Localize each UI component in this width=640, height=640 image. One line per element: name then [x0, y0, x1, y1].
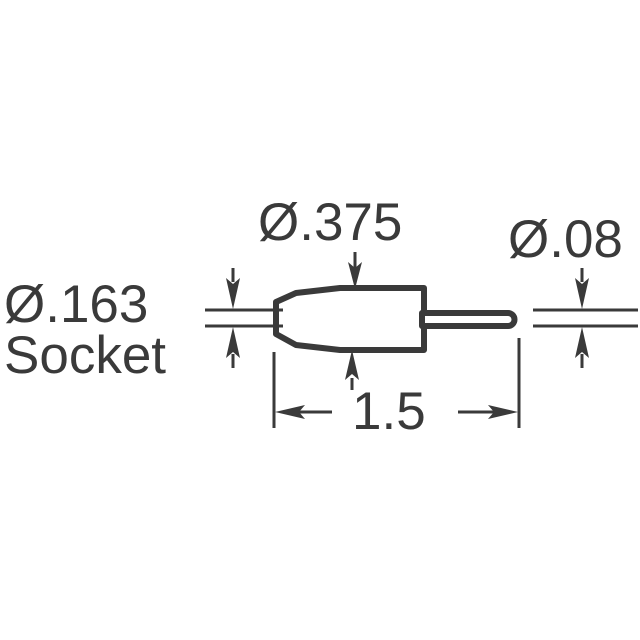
length-arrowhead-left	[275, 405, 305, 419]
plug-body-outline	[273, 285, 427, 353]
contact-pin-outline	[419, 310, 518, 329]
dimension-body-diameter-leader	[348, 252, 362, 289]
body-diameter-arrowhead-down	[348, 262, 362, 289]
label-pin-diameter: Ø.08	[508, 210, 623, 269]
dimension-body-diameter-lower-leader	[345, 350, 359, 390]
part-geometry	[273, 285, 518, 353]
label-body-diameter: Ø.375	[258, 193, 403, 252]
length-arrowhead-right	[488, 405, 518, 419]
label-overall-length: 1.5	[352, 382, 426, 441]
socket-arrowhead-down	[226, 278, 240, 309]
label-socket-bore-value: Ø.163	[4, 275, 149, 334]
dimension-overall-length	[272, 338, 521, 428]
pin-arrowhead-up	[575, 327, 589, 358]
socket-arrowhead-up	[226, 327, 240, 358]
pin-arrowhead-down	[575, 278, 589, 309]
label-socket-bore-qualifier: Socket	[4, 325, 167, 385]
dimension-socket-bore	[205, 268, 283, 368]
label-socket-bore: Ø.163 Socket	[4, 275, 214, 385]
dimension-pin-diameter	[533, 268, 638, 368]
body-lower-arrowhead-up	[345, 350, 359, 380]
